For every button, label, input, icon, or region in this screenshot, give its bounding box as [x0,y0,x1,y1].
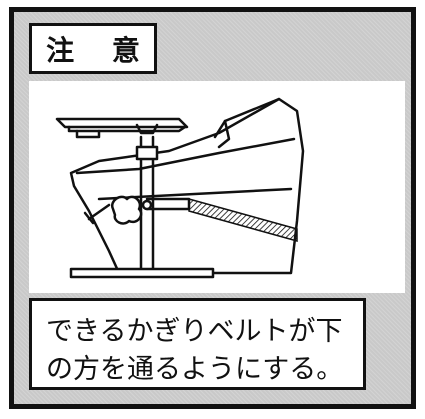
seat-with-belt-and-tray-icon [55,97,305,279]
instruction-line-1: できるかぎりベルトが下 [46,316,343,347]
illustration-panel [29,81,405,293]
instruction-caption-box: できるかぎりベルトが下 の方を通るようにする。 [29,298,366,390]
caution-heading: 注 意 [46,33,154,67]
caution-heading-box: 注 意 [29,23,157,74]
instruction-line-2: の方を通るようにする。 [46,354,344,385]
